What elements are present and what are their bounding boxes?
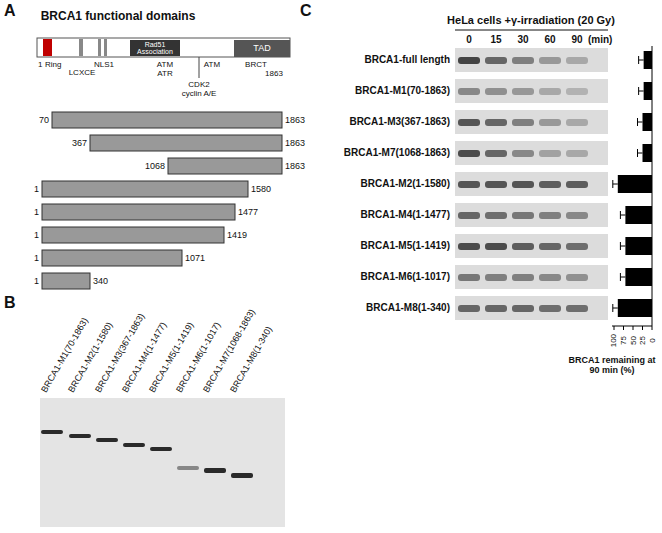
residue-number: 1580: [251, 184, 271, 194]
panel-title: HeLa cells +γ-irradiation (20 Gy): [447, 14, 615, 27]
row-label: BRCA1-M7(1068-1863): [344, 147, 450, 159]
lane-label: BRCA1-M1(70-1863): [39, 316, 90, 394]
domain-name: BRCT: [245, 60, 267, 69]
axis-tick: 75: [619, 337, 628, 346]
time-point: 60: [544, 34, 555, 46]
time-point: 90: [571, 34, 582, 46]
axis-tick: 25: [638, 337, 647, 346]
row-label: BRCA1-M2(1-1580): [361, 178, 450, 190]
kinase-site: ATR: [157, 69, 172, 78]
row-label: BRCA1-M3(367-1863): [349, 116, 450, 128]
kinase-site: ATM: [157, 60, 173, 69]
kinase-site: cyclin A/E: [182, 89, 217, 98]
residue-number: 1863: [265, 69, 283, 78]
domain-box: Rad51 Association: [130, 40, 180, 56]
residue-number: 367: [72, 138, 87, 148]
row-label: BRCA1-M4(1-1477): [361, 209, 450, 221]
row-label: BRCA1-M8(1-340): [366, 302, 450, 314]
residue-number: 1863: [285, 138, 305, 148]
domain-name: LCXCE: [69, 68, 96, 77]
residue-number: 1419: [227, 230, 247, 240]
domain-box: TAD: [234, 40, 290, 57]
axis-tick: 100: [609, 334, 618, 347]
residue-number: 1: [34, 253, 39, 263]
time-point: 15: [490, 34, 501, 46]
panel-letter: A: [4, 2, 16, 20]
row-label: BRCA1-full length: [364, 54, 450, 66]
lane-label: BRCA1-M3(367-1863): [93, 311, 147, 394]
domain-label: Rad51 Association: [130, 41, 180, 56]
domain-name: NLS1: [94, 60, 114, 69]
residue-number: 1863: [285, 115, 305, 125]
row-label: BRCA1-M1(70-1863): [355, 85, 450, 97]
row-label: BRCA1-M5(1-1419): [361, 240, 450, 252]
row-label: BRCA1-M6(1-1017): [361, 271, 450, 283]
axis-title: BRCA1 remaining at 90 min (%): [566, 355, 658, 376]
residue-number: 1068: [145, 161, 165, 171]
residue-number: 1: [34, 230, 39, 240]
kinase-site: CDK2: [188, 80, 209, 89]
residue-number: 1: [34, 276, 39, 286]
residue-number: 340: [93, 276, 108, 286]
residue-number: 1: [34, 184, 39, 194]
panel-title: BRCA1 functional domains: [41, 10, 196, 24]
kinase-site: ATM: [204, 60, 220, 69]
residue-number: 1863: [285, 161, 305, 171]
residue-number: 1477: [238, 207, 258, 217]
time-point: 0: [466, 34, 472, 46]
domain-label: TAD: [253, 44, 270, 53]
panel-letter: B: [4, 294, 16, 312]
residue-number: 1071: [185, 253, 205, 263]
axis-tick: 0: [647, 339, 656, 343]
domain-name: Ring: [45, 60, 61, 69]
panel-letter: C: [300, 2, 312, 20]
residue-number: 1: [34, 207, 39, 217]
residue-number: 70: [39, 115, 49, 125]
time-point: 30: [517, 34, 528, 46]
time-unit: (min): [588, 34, 612, 46]
residue-number: 1: [38, 60, 42, 69]
axis-tick: 50: [628, 337, 637, 346]
